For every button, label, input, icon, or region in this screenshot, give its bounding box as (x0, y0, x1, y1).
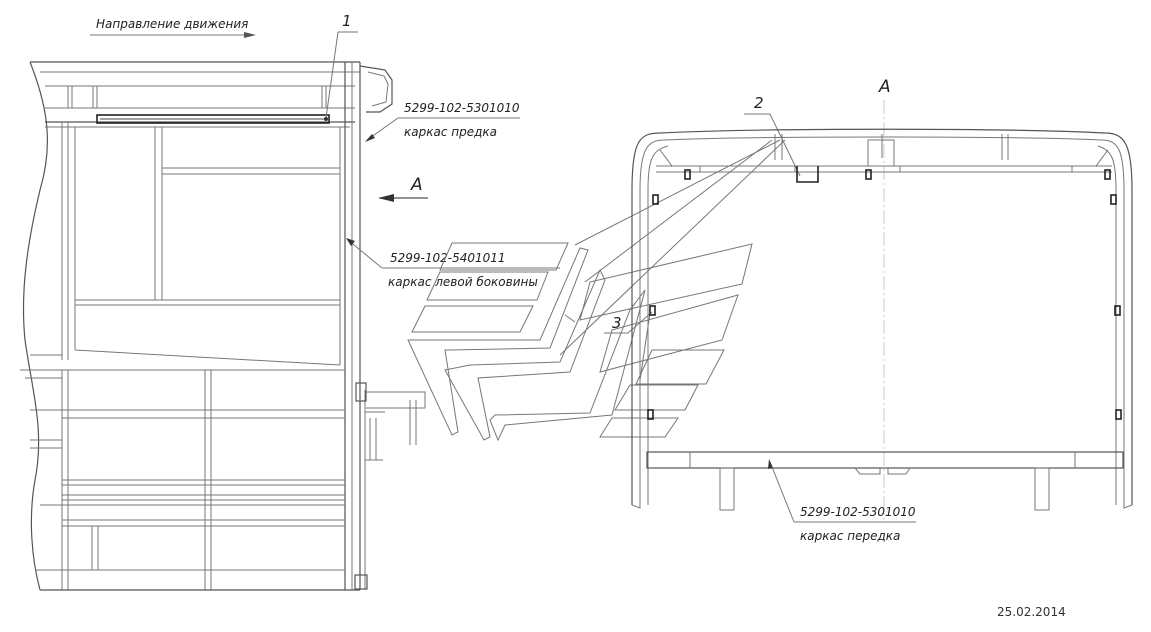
part-2-bracket (796, 166, 819, 183)
break-line-outer (22, 61, 49, 591)
part-1-bar (96, 114, 330, 124)
part-front-bottom-code: 5299-102-5301010 (800, 505, 916, 519)
callout-side: 5299-102-5401011 каркас левой боковины (346, 238, 560, 289)
callout-2-number: 2 (754, 94, 764, 112)
callout-3-number: 3 (612, 314, 622, 332)
callout-2: 2 (744, 94, 801, 177)
view-a-arrow: А (378, 175, 428, 202)
part-front-bottom-name: каркас передка (800, 529, 900, 543)
view-a-front: А (631, 77, 1133, 520)
callout-1: 1 (324, 12, 358, 121)
direction-label: Направление движения (96, 17, 248, 31)
left-side-view (20, 61, 426, 591)
direction-annotation: Направление движения (90, 17, 256, 38)
callout-front-top: 5299-102-5301010 каркас предка (365, 101, 520, 142)
exploded-brackets (407, 139, 786, 442)
view-a-title: А (878, 77, 891, 97)
part-front-top-code: 5299-102-5301010 (404, 101, 520, 115)
callout-front-bottom: 5299-102-5301010 каркас передка (768, 459, 916, 543)
direction-arrow-icon (244, 32, 256, 38)
callout-1-number: 1 (342, 12, 352, 30)
drawing-date: 25.02.2014 (997, 605, 1066, 619)
part-front-top-name: каркас предка (404, 125, 497, 139)
bottom-beam (646, 451, 1124, 469)
part-side-code: 5299-102-5401011 (390, 251, 506, 265)
view-a-arrow-label: А (410, 175, 423, 195)
part-side-name: каркас левой боковины (388, 275, 538, 289)
view-arrow-icon (378, 194, 394, 202)
